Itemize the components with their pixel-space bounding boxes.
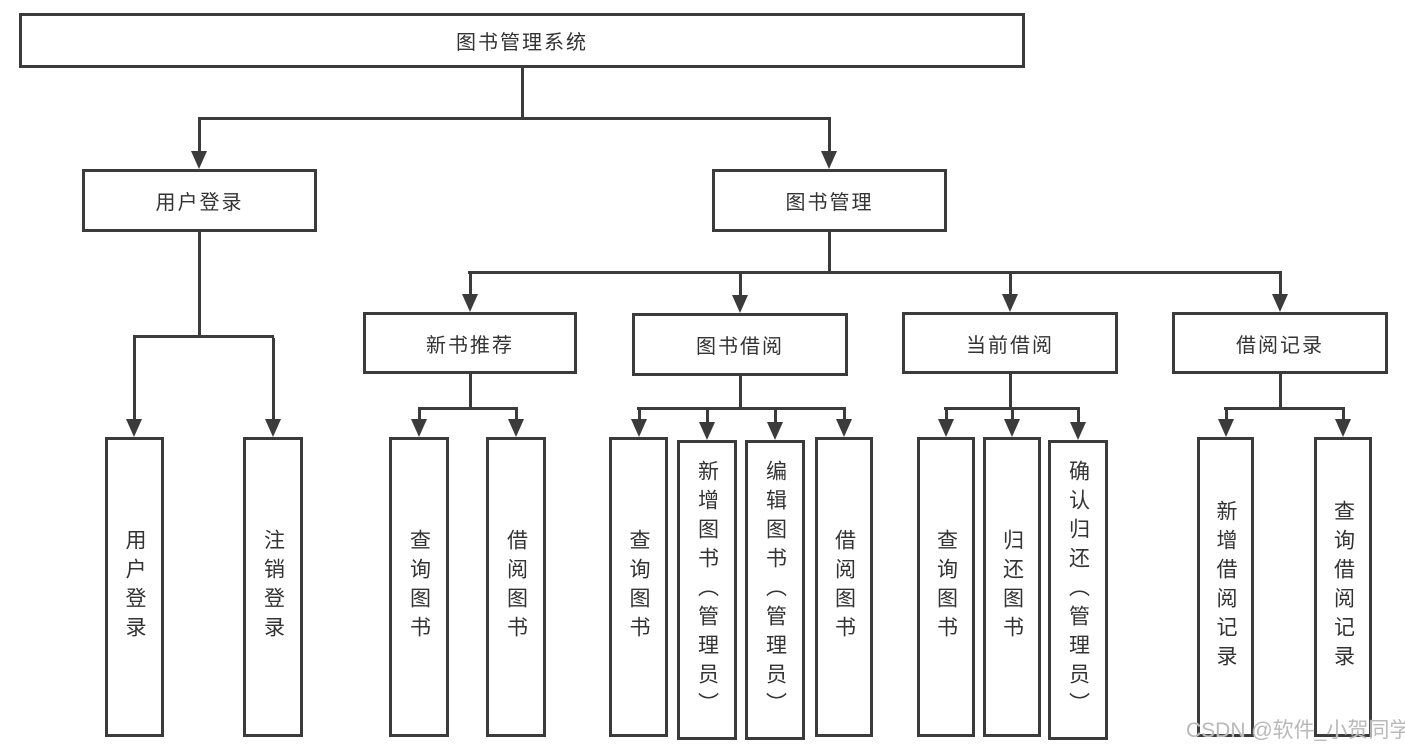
leaf-return-books-label: 归还图书 — [1000, 529, 1024, 645]
arrow-down-icon — [938, 419, 954, 437]
leaf-query-books-borrowing: 查询图书 — [609, 437, 668, 737]
connector-line — [1278, 274, 1282, 296]
arrow-down-icon — [1335, 419, 1351, 437]
connector-line — [773, 410, 777, 424]
connector-line — [738, 274, 742, 297]
connector-line — [705, 410, 709, 424]
csdn-watermark: CSDN @软件_小贺同学 — [1186, 719, 1405, 742]
connector-line — [738, 376, 742, 410]
leaf-add-borrow-record-label: 新增借阅记录 — [1214, 500, 1237, 674]
connector-line — [637, 407, 846, 410]
box-new-book-recommendation-label: 新书推荐 — [426, 334, 514, 357]
connector-line — [417, 410, 421, 421]
leaf-borrow-books-recommend-label: 借阅图书 — [504, 529, 528, 645]
leaf-borrow-books-borrowing-label: 借阅图书 — [832, 529, 856, 645]
box-borrowing-records: 借阅记录 — [1172, 312, 1388, 374]
arrow-down-icon — [191, 151, 207, 169]
connector-line — [1008, 374, 1012, 410]
box-user-login: 用户登录 — [82, 169, 317, 232]
connector-line — [468, 271, 1282, 274]
connector-line — [520, 68, 524, 120]
leaf-edit-books-admin: 编辑图书（管理员） — [745, 440, 805, 740]
arrow-down-icon — [1218, 419, 1234, 437]
arrow-down-icon — [821, 151, 837, 169]
arrow-down-icon — [732, 295, 748, 313]
connector-line — [1224, 410, 1228, 421]
leaf-query-borrow-record: 查询借阅记录 — [1314, 437, 1372, 737]
leaf-query-books-borrowing-label: 查询图书 — [627, 529, 650, 645]
box-book-borrowing: 图书借阅 — [632, 313, 848, 376]
box-current-borrowing-label: 当前借阅 — [966, 334, 1054, 357]
leaf-add-books-admin-label: 新增图书（管理员） — [695, 459, 719, 721]
connector-line — [271, 338, 275, 421]
leaf-user-login: 用户登录 — [105, 437, 164, 737]
arrow-down-icon — [1002, 294, 1018, 312]
leaf-query-books-current-label: 查询图书 — [934, 529, 958, 645]
box-borrowing-records-label: 借阅记录 — [1236, 334, 1324, 357]
arrow-down-icon — [631, 419, 647, 437]
connector-line — [132, 338, 136, 421]
box-book-management: 图书管理 — [712, 169, 947, 232]
leaf-logout: 注销登录 — [243, 437, 303, 737]
leaf-add-borrow-record: 新增借阅记录 — [1197, 437, 1254, 737]
arrow-down-icon — [699, 422, 715, 440]
box-current-borrowing: 当前借阅 — [902, 312, 1118, 374]
leaf-return-books: 归还图书 — [983, 437, 1041, 737]
connector-line — [944, 410, 948, 421]
arrow-down-icon — [508, 419, 524, 437]
box-book-management-label: 图书管理 — [785, 192, 874, 214]
leaf-query-books-recommend: 查询图书 — [389, 437, 449, 737]
connector-line — [198, 117, 831, 120]
leaf-confirm-return-admin: 确认归还（管理员） — [1048, 440, 1108, 740]
box-book-borrowing-label: 图书借阅 — [696, 336, 784, 358]
connector-line — [842, 410, 846, 421]
connector-line — [1341, 410, 1345, 421]
leaf-edit-books-admin-label: 编辑图书（管理员） — [763, 459, 787, 721]
box-user-login-label: 用户登录 — [155, 192, 244, 214]
connector-line — [197, 120, 201, 153]
arrow-down-icon — [1272, 294, 1288, 312]
connector-line — [1278, 374, 1282, 410]
arrow-down-icon — [767, 422, 783, 440]
connector-line — [1010, 410, 1014, 421]
connector-line — [133, 335, 274, 338]
leaf-add-books-admin: 新增图书（管理员） — [677, 440, 737, 740]
arrow-down-icon — [411, 419, 427, 437]
arrow-down-icon — [836, 419, 852, 437]
connector-line — [944, 407, 1080, 410]
leaf-query-books-recommend-label: 查询图书 — [407, 529, 431, 645]
connector-line — [637, 410, 641, 421]
leaf-query-books-current: 查询图书 — [917, 437, 975, 737]
connector-line — [468, 274, 472, 296]
leaf-borrow-books-borrowing: 借阅图书 — [815, 437, 873, 737]
box-library-management-system: 图书管理系统 — [19, 13, 1025, 68]
connector-line — [827, 120, 831, 153]
arrow-down-icon — [265, 419, 281, 437]
connector-line — [1224, 407, 1345, 410]
box-library-management-system-label: 图书管理系统 — [456, 32, 588, 54]
arrow-down-icon — [462, 294, 478, 312]
connector-line — [468, 374, 472, 410]
connector-line — [514, 410, 518, 421]
arrow-down-icon — [1004, 419, 1020, 437]
arrow-down-icon — [1070, 422, 1086, 440]
leaf-user-login-label: 用户登录 — [123, 529, 146, 645]
leaf-borrow-books-recommend: 借阅图书 — [486, 437, 546, 737]
leaf-query-borrow-record-label: 查询借阅记录 — [1331, 500, 1355, 674]
leaf-confirm-return-admin-label: 确认归还（管理员） — [1066, 459, 1090, 721]
connector-line — [1076, 410, 1080, 424]
leaf-logout-label: 注销登录 — [261, 529, 285, 645]
arrow-down-icon — [126, 419, 142, 437]
connector-line — [418, 407, 518, 410]
connector-line — [197, 232, 201, 338]
connector-line — [827, 232, 831, 274]
box-new-book-recommendation: 新书推荐 — [363, 312, 577, 374]
connector-line — [1008, 274, 1012, 296]
